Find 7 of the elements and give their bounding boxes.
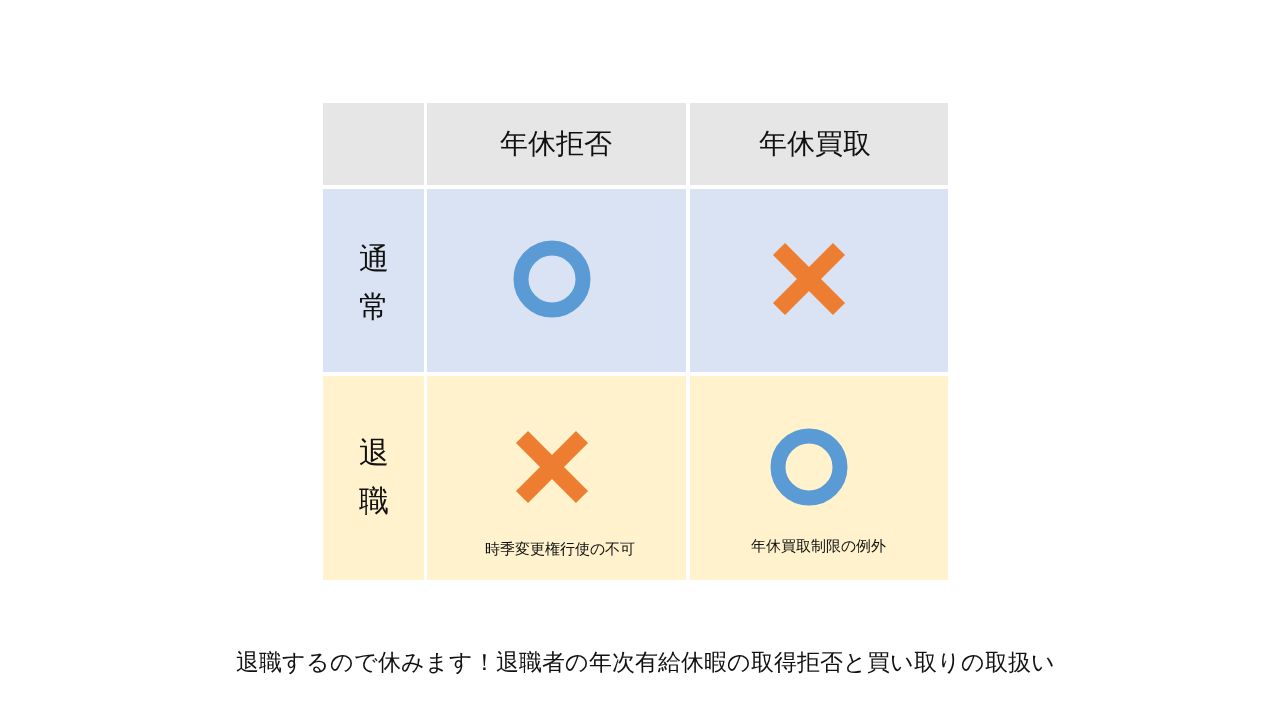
column-header: 年休拒否 bbox=[500, 126, 612, 162]
row-header: 通常 bbox=[359, 240, 389, 326]
caption: 退職するので休みます！退職者の年次有給休暇の取得拒否と買い取りの取扱い bbox=[235, 647, 1055, 677]
column-header: 年休買取 bbox=[759, 126, 871, 162]
row-header: 退職 bbox=[359, 434, 389, 520]
cell-note: 年休買取制限の例外 bbox=[750, 536, 886, 556]
cell-note: 時季変更権行使の不可 bbox=[485, 539, 635, 559]
